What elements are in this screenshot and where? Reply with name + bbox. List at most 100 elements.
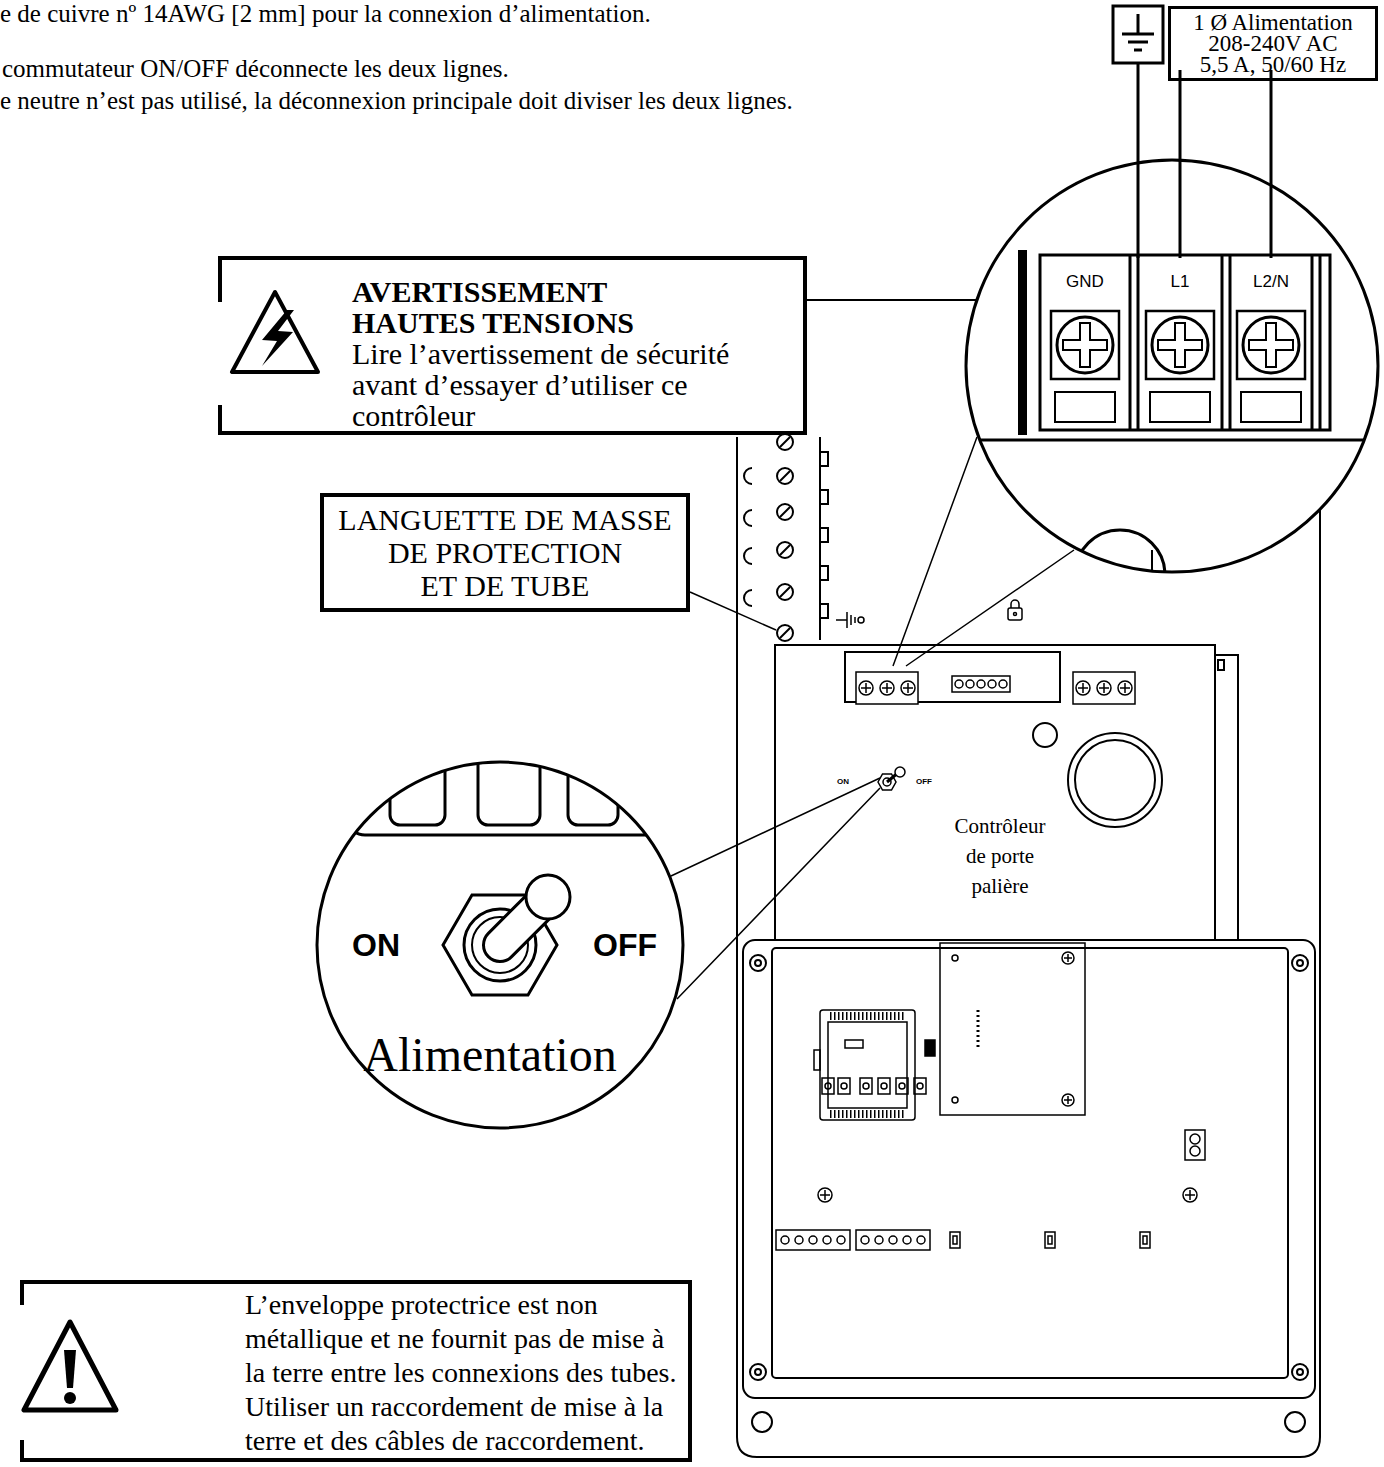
supply-voltage: 208-240V AC [1173, 33, 1373, 54]
board-components [823, 1236, 831, 1244]
display-module [814, 1050, 820, 1070]
ground-lug-screw [780, 507, 790, 517]
board-components [953, 1236, 957, 1244]
board-components [889, 1236, 897, 1244]
pin-connector [952, 676, 1010, 692]
lower-cover [750, 955, 766, 971]
terminal-block [861, 683, 871, 693]
switch-caption: Alimentation [363, 1028, 616, 1082]
terminal-block [882, 683, 892, 693]
daughter-board [952, 955, 958, 961]
terminal-block-detail [1243, 317, 1299, 373]
enclosure-housing [1285, 1412, 1305, 1432]
earth-ground-box [1122, 14, 1154, 50]
switch-label: OFF [593, 927, 657, 963]
board-components [776, 1230, 850, 1250]
caution-icon [24, 1322, 116, 1410]
board-components [896, 1078, 908, 1094]
pin-connector [988, 680, 996, 688]
lower-cover [1297, 1369, 1303, 1375]
box-bracket-edge [218, 256, 222, 435]
terminal-block-detail [1130, 255, 1320, 430]
lower-cover [755, 1369, 761, 1375]
daughter-board [940, 943, 1085, 1115]
board-components [950, 1232, 960, 1248]
lock-symbol [1011, 600, 1019, 608]
pin-connector [966, 680, 974, 688]
board-components [925, 1040, 935, 1056]
board-components [781, 1236, 789, 1244]
board-components [860, 1078, 872, 1094]
daughter-board [1062, 952, 1074, 964]
board-components [861, 1236, 869, 1244]
terminal-block-detail [1241, 392, 1301, 422]
terminal-block-detail [1150, 392, 1210, 422]
power-switch-detail [478, 730, 540, 825]
terminal-block-detail [1051, 311, 1119, 379]
board-components [914, 1078, 926, 1094]
controller-board [1075, 740, 1155, 820]
ground-lug-screw [777, 542, 793, 558]
earth-ground-box [1113, 6, 1163, 63]
leader-line [671, 437, 1074, 999]
board-components [841, 1083, 847, 1089]
board-components [856, 1230, 930, 1250]
callout-box: LANGUETTE DE MASSE DE PROTECTION ET DE T… [320, 493, 690, 612]
ground-lug-screw [780, 545, 790, 555]
terminal-block-detail [1152, 317, 1208, 373]
terminal-block [856, 672, 918, 704]
leader-line [893, 437, 1074, 666]
board-components [825, 1083, 831, 1089]
board-components [822, 1078, 834, 1094]
terminal-block-detail [960, 439, 1384, 442]
high-voltage-icon [232, 292, 318, 372]
board-components [881, 1083, 887, 1089]
board-components [795, 1236, 803, 1244]
terminal-block-detail [1055, 392, 1115, 422]
terminal-block-detail [1237, 311, 1305, 379]
switch-label: ON [352, 927, 400, 963]
enclosure-housing [819, 437, 821, 640]
board-components [917, 1236, 925, 1244]
caution-box: L’enveloppe protectrice est non métalliq… [20, 1280, 692, 1462]
pin-connector [955, 680, 963, 688]
earth-ground-box [1113, 6, 1163, 63]
terminal-block [1097, 681, 1111, 695]
supply-wire [1138, 63, 1271, 258]
board-components [1045, 1232, 1055, 1248]
terminal-block-detail [1350, 530, 1370, 575]
terminal-label: L1 [1171, 272, 1190, 292]
box-bracket-edge [20, 1280, 24, 1462]
board-components [917, 1083, 923, 1089]
board-components [903, 1236, 911, 1244]
ground-symbol [836, 612, 855, 628]
board-components [875, 1236, 883, 1244]
supply-wire [1138, 63, 1271, 258]
ground-lug-screw [780, 437, 790, 447]
ground-lug-screw [777, 434, 793, 641]
board-components [1190, 1134, 1200, 1144]
controller-board [775, 645, 1238, 940]
ground-lug-screw [777, 468, 793, 484]
controller-board [1215, 655, 1238, 940]
controller-board [1033, 723, 1057, 747]
ground-lug-screw [777, 434, 793, 450]
terminal-block [1120, 683, 1130, 693]
board-components [837, 1236, 845, 1244]
daughter-board [1064, 954, 1072, 962]
lower-cover [1292, 1364, 1308, 1380]
lock-symbol [1008, 600, 1022, 620]
terminal-block [1118, 681, 1132, 695]
ground-lug-screw [777, 504, 793, 520]
board-components [1185, 1190, 1195, 1200]
board-components [1190, 1146, 1200, 1156]
part-label: Contrôleur de porte palière [950, 811, 1050, 901]
daughter-board [977, 1010, 980, 1050]
power-switch-detail [526, 875, 570, 919]
high-voltage-icon [262, 310, 294, 366]
board-components [1185, 1130, 1205, 1160]
enclosure-housing [820, 452, 828, 618]
ground-symbol [836, 612, 864, 628]
power-switch-detail [390, 730, 445, 825]
